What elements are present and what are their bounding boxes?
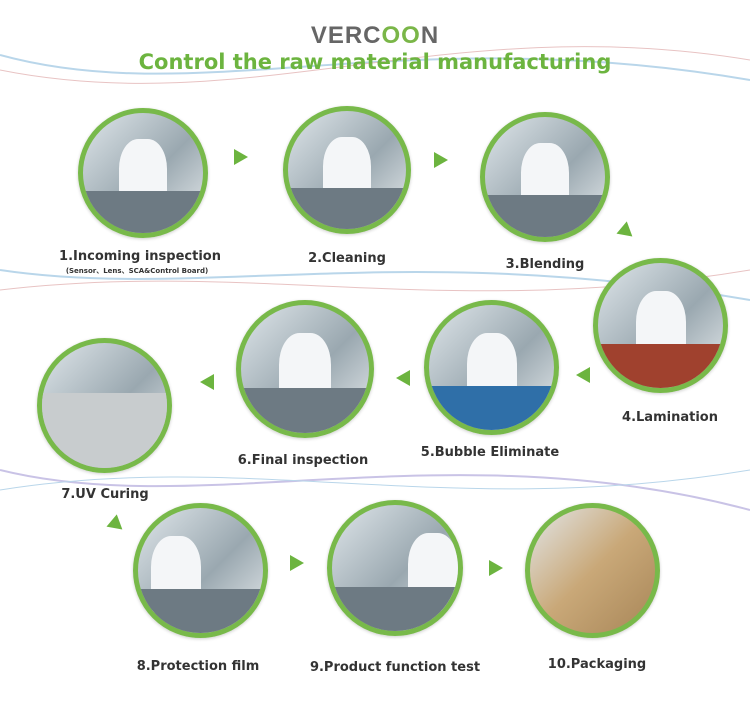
step-2-label: 2.Cleaning bbox=[308, 251, 386, 266]
arrow-right-icon bbox=[434, 152, 448, 168]
vercoon-logo: VERCOON bbox=[310, 22, 440, 49]
step-10-photo bbox=[525, 503, 660, 638]
step-4-label: 4.Lamination bbox=[622, 410, 718, 425]
arrow-left-icon bbox=[200, 374, 214, 390]
step-6-label: 6.Final inspection bbox=[237, 453, 369, 468]
arrow-right-icon bbox=[234, 149, 248, 165]
step-5-photo bbox=[424, 300, 559, 435]
step-6-photo bbox=[236, 300, 374, 438]
step-7-photo bbox=[37, 338, 172, 473]
arrow-right-icon bbox=[489, 560, 503, 576]
step-3-label: 3.Blending bbox=[505, 257, 585, 272]
arrow-left-icon bbox=[396, 370, 410, 386]
step-5-label: 5.Bubble Eliminate bbox=[420, 445, 560, 460]
step-9-photo bbox=[327, 500, 463, 636]
arrow-left-icon bbox=[576, 367, 590, 383]
arrow-right-icon bbox=[290, 555, 304, 571]
step-1-photo bbox=[78, 108, 208, 238]
page-title: Control the raw material manufacturing bbox=[138, 50, 612, 74]
step-1-sublabel: (Sensor、Lens、SCA&Control Board) bbox=[65, 267, 209, 275]
step-7-label: 7.UV Curing bbox=[61, 487, 149, 502]
step-9-label: 9.Product function test bbox=[309, 660, 481, 675]
step-3-photo bbox=[480, 112, 610, 242]
step-4-photo bbox=[593, 258, 728, 393]
step-8-label: 8.Protection film bbox=[136, 659, 260, 674]
step-2-photo bbox=[283, 106, 411, 234]
step-10-label: 10.Packaging bbox=[547, 657, 647, 672]
step-8-photo bbox=[133, 503, 268, 638]
step-1-label: 1.Incoming inspection bbox=[59, 249, 221, 264]
